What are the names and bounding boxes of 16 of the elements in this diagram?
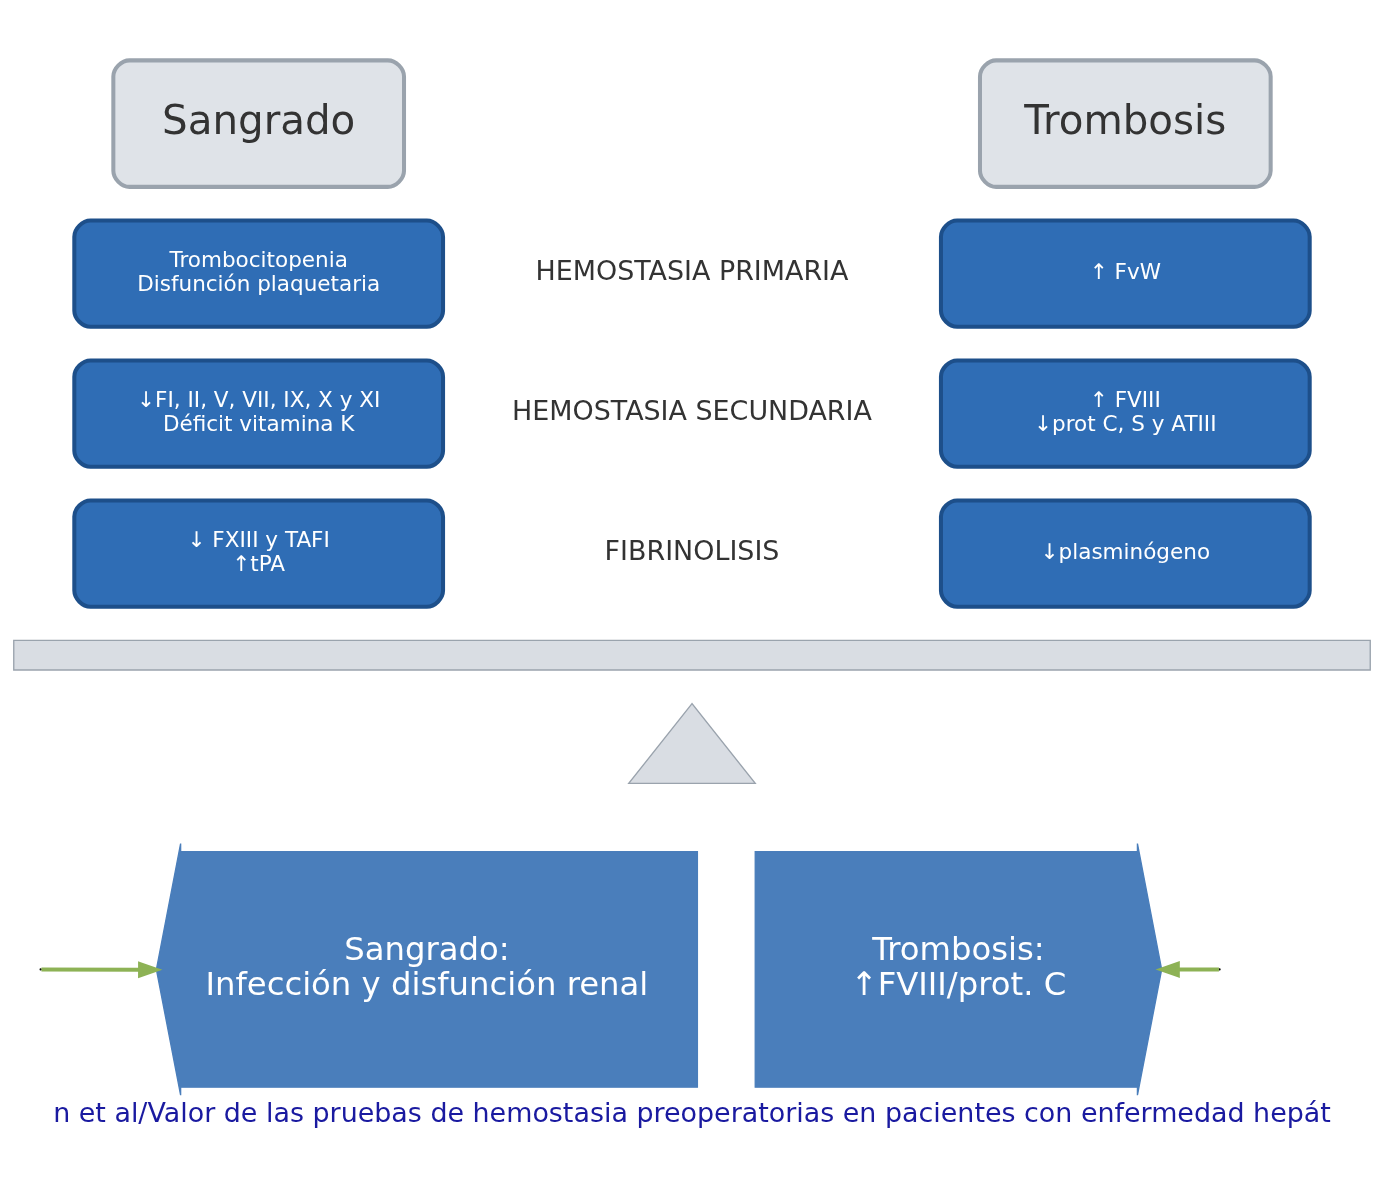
node-box: ↑ FVIII ↓prot C, S y ATIII <box>938 357 1312 469</box>
node-box: Trombosis <box>977 57 1273 189</box>
node-box: ↑ FvW <box>938 218 1312 329</box>
label: HEMOSTASIA PRIMARIA <box>535 254 849 286</box>
label: FIBRINOLISIS <box>604 534 780 566</box>
node-box: Sangrado <box>111 57 407 189</box>
arrow <box>41 960 163 978</box>
node-bar <box>13 639 1371 671</box>
node-triangle <box>627 702 757 784</box>
node-box: ↓FI, II, V, VII, IX, X y XI Déficit vitamina K <box>72 357 446 469</box>
node-box: ↓ FXIII y TAFI ↑tPA <box>72 497 446 609</box>
node-box: Trombocitopenia Disfunción plaquetaria <box>72 218 446 329</box>
node-box: ↓plasminógeno <box>938 497 1312 609</box>
caption: n et al/Valor de las pruebas de hemostasia preoperatorias en pacientes con enfermedad hepát <box>53 1096 1331 1128</box>
label: HEMOSTASIA SECUNDARIA <box>512 394 872 426</box>
arrow <box>1155 960 1219 978</box>
